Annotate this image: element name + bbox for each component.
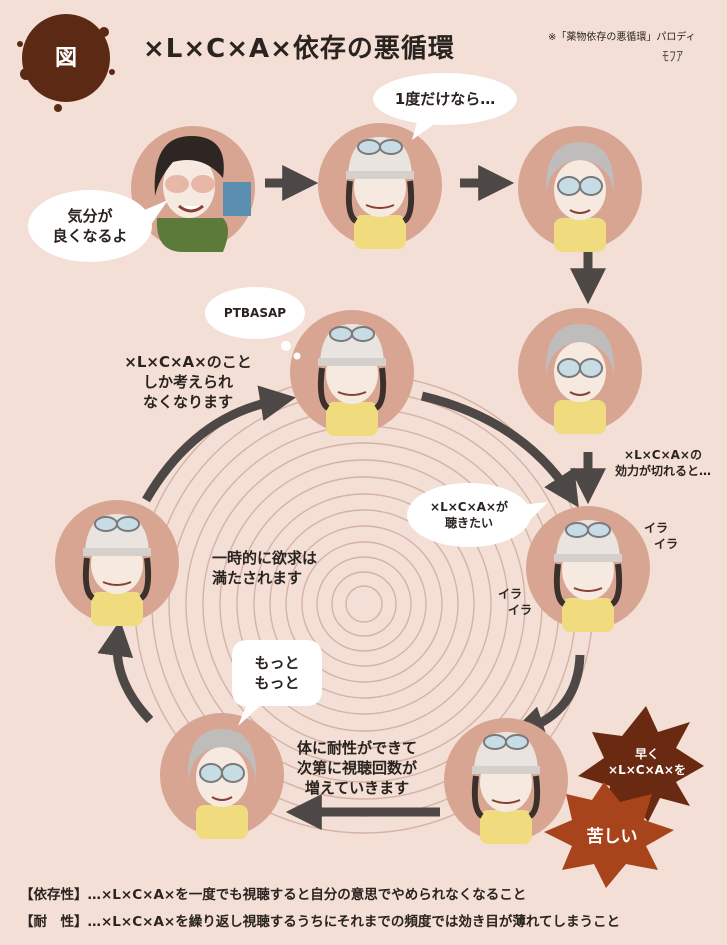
character-satisfied [55, 500, 179, 626]
bubble-feel-good-text: 気分が 良くなるよ [52, 207, 128, 245]
bubble-more-text: もっと もっと [254, 654, 300, 692]
burst-painful [544, 782, 674, 888]
bubble-ptbasap [205, 287, 305, 339]
bubble-want-listen [407, 483, 531, 547]
badge-splotch [17, 14, 115, 112]
arrow-9 [420, 391, 579, 508]
burst-hurry-text: 早く ×L×C×A×を [608, 747, 686, 777]
character-suffering [444, 718, 568, 844]
character-excited [517, 307, 643, 435]
bubble-just-once-text: 1度だけなら… [394, 90, 496, 108]
page-title: ×L×C×A×依存の悪循環 [143, 34, 455, 64]
caption-ira-right: イラ イラ [644, 521, 679, 551]
parody-note: ※「薬物依存の悪循環」パロディ [548, 32, 696, 43]
arrow-5 [508, 654, 585, 741]
character-more [159, 712, 285, 840]
character-irritated [526, 506, 650, 632]
character-start [131, 126, 255, 252]
character-curious [318, 123, 442, 249]
caption-ira-left: イラ イラ [498, 587, 533, 617]
caption-effect-wears: ×L×C×A×の 効力が切れると… [614, 448, 711, 478]
footer-dependence: 【依存性】…×L×C×A×を一度でも視聴すると自分の意思でやめられなくなること [20, 887, 527, 903]
caption-temporarily: 一時的に欲求は 満たされます [212, 549, 318, 587]
arrow-8 [142, 385, 296, 503]
bubble-feel-good [28, 190, 152, 262]
caption-tolerance: 体に耐性ができて 次第に視聴回数が 増えていきます [296, 739, 417, 797]
arrow-7 [97, 619, 154, 724]
bubble-just-once [373, 73, 517, 125]
speech-bubble-shapes [28, 73, 548, 726]
character-listening [517, 125, 643, 253]
bubble-more [232, 640, 322, 726]
caption-only-think: ×L×C×A×のこと しか考えられ なくなります [124, 353, 252, 411]
bubble-want-listen-text: ×L×C×A×が 聴きたい [430, 500, 508, 530]
footer-tolerance: 【耐 性】…×L×C×A×を繰り返し視聴するうちにそれまでの頻度では効き目が薄れ… [20, 914, 621, 930]
bubble-ptbasap-text: PTBASAP [223, 306, 287, 320]
author-signature: ﾓﾌｱ [662, 49, 683, 65]
figure-badge: 図 [54, 46, 77, 71]
burst-painful-text: 苦しい [586, 827, 638, 847]
